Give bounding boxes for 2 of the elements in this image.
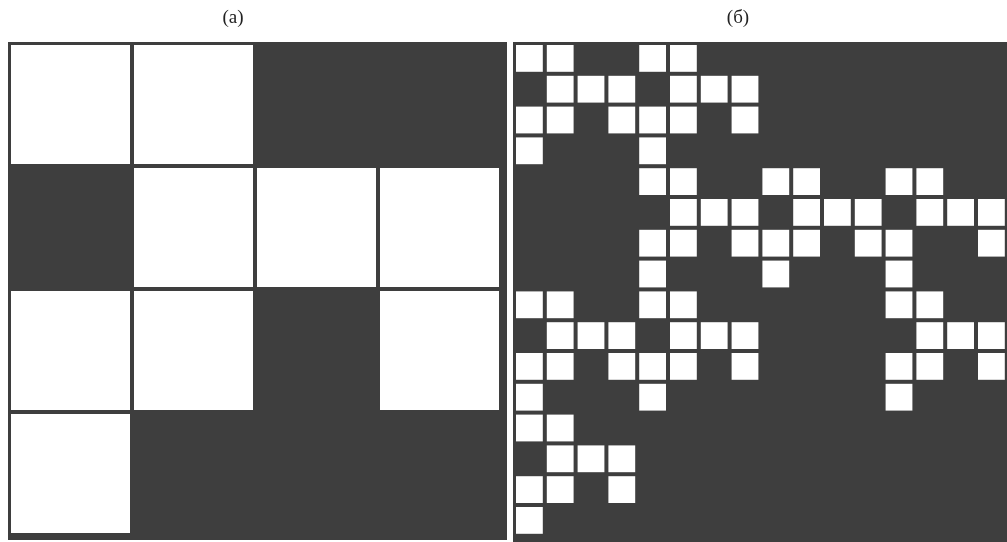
panel-label: (а) [222, 6, 244, 28]
panel-label: (б) [726, 6, 750, 28]
